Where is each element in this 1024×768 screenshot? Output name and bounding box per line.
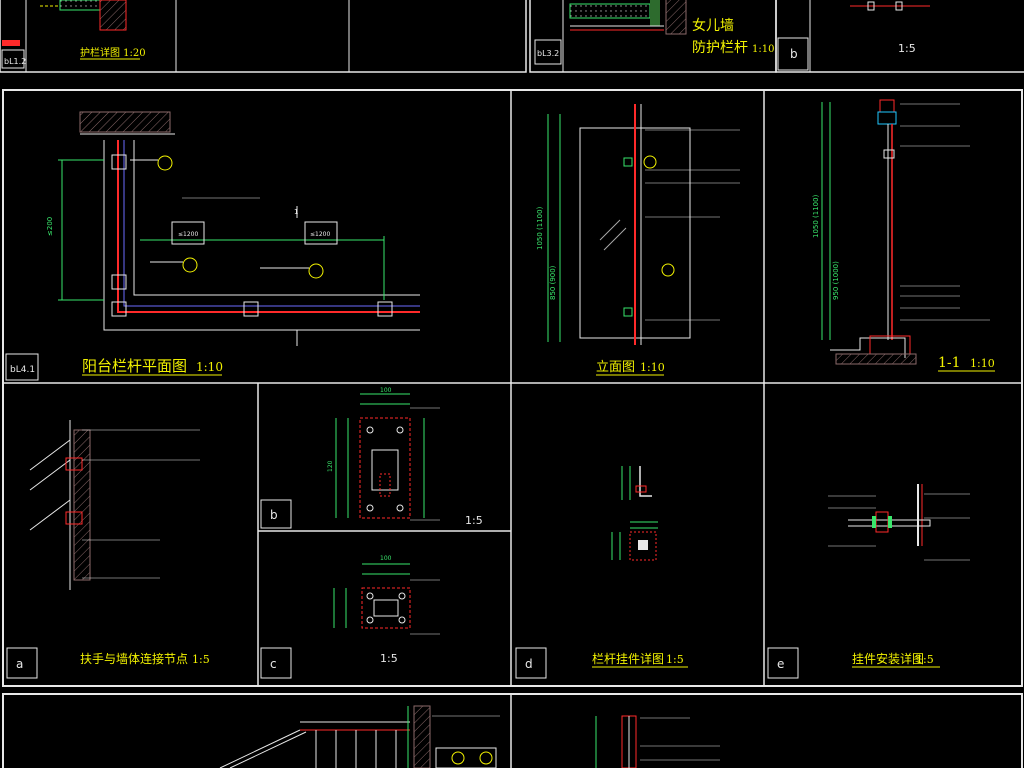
panel-d-label: d <box>525 657 533 671</box>
middle-frames <box>2 89 1023 687</box>
elevation-panel: 1050 (1100) 850 (900) 立面图 1:10 <box>536 104 740 376</box>
top-left-title: 护栏详图 1:20 <box>80 46 146 59</box>
sect-dim-a: 1050 (1100) <box>812 194 820 238</box>
top-mid-tag: bL3.2 <box>537 49 559 58</box>
panel-a-label: a <box>16 657 23 671</box>
panel-b-dim-left: 120 <box>327 460 334 472</box>
plan-dim-left: ≤200 <box>46 217 54 236</box>
panel-e-label: e <box>777 657 784 671</box>
panel-e: e 挂件安装详图 1:5 <box>767 484 970 679</box>
panel-c-scale: 1:5 <box>380 652 398 665</box>
panel-d: d 栏杆挂件详图 1:5 <box>515 466 688 679</box>
sect-scale: 1:10 <box>970 357 995 370</box>
top-mid-title-1: 女儿墙 <box>692 17 734 34</box>
bottom-strip <box>2 693 1023 768</box>
panel-d-title: 栏杆挂件详图 <box>592 651 664 666</box>
panel-c-label: c <box>270 657 277 671</box>
elev-scale: 1:10 <box>640 361 665 374</box>
sect-handrail <box>879 99 895 113</box>
elev-dim-a: 1050 (1100) <box>536 206 544 250</box>
panel-b-dim-top: 100 <box>380 387 392 394</box>
panel-a-title: 扶手与墙体连接节点 <box>80 651 188 666</box>
panel-a-scale: 1:5 <box>192 653 210 666</box>
panel-c-dim-top: 100 <box>380 555 392 562</box>
parapet-section <box>569 0 687 35</box>
panel-b-scale: 1:5 <box>465 514 483 527</box>
top-left-tag: bL1.2 <box>4 57 26 66</box>
plan-wall <box>79 111 171 133</box>
elev-title: 立面图 <box>596 360 635 375</box>
elev-dim-b: 850 (900) <box>549 265 557 300</box>
panel-b-label: b <box>270 508 278 522</box>
panel-a: a 扶手与墙体连接节点 1:5 <box>6 420 210 679</box>
top-mid-title-2: 防护栏杆 <box>692 40 748 56</box>
panel-e-scale: 1:5 <box>916 653 934 666</box>
top-strip: bL1.2 护栏详图 1:20 bL3.2 女儿墙 防护栏杆 1:10 b 1:… <box>0 0 1024 73</box>
plan-scale: 1:10 <box>196 360 223 374</box>
plan-box1: ≤1200 <box>178 231 198 238</box>
panel-c: 100 c 1:5 <box>260 555 440 679</box>
sect-title: 1-1 <box>938 355 961 371</box>
plan-title: 阳台栏杆平面图 <box>82 357 187 375</box>
panel-d-scale: 1:5 <box>666 653 684 666</box>
plan-box2: ≤1200 <box>310 231 330 238</box>
plan-tag: bL4.1 <box>10 365 35 375</box>
panel-b: 100 120 b 1:5 <box>260 387 483 529</box>
top-b-label: b <box>790 47 798 61</box>
top-left-wall-section <box>40 0 127 31</box>
top-mid-scale: 1:10 <box>752 44 774 55</box>
section-panel: 1050 (1100) 950 (1000) 1-1 1:10 <box>812 99 995 372</box>
top-right-scale: 1:5 <box>898 42 916 55</box>
plan-handrail <box>117 140 420 313</box>
plan-section-mark: 1 <box>294 208 298 216</box>
sect-dim-b: 950 (1000) <box>832 261 840 300</box>
plan-panel: bL4.1 ≤200 ≤1200 ≤1200 <box>5 111 420 381</box>
panel-e-title: 挂件安装详图 <box>852 651 924 666</box>
